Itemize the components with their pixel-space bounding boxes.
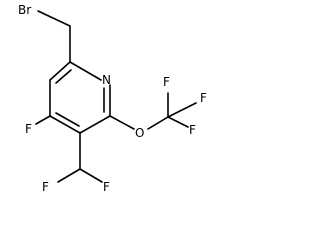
bond-br-ch2 (37, 10, 71, 27)
atom-o: O (135, 126, 144, 140)
atom-f-chf2-right: F (103, 180, 110, 194)
bond-cf3-fright (167, 102, 197, 118)
atom-f-cf3-right: F (200, 91, 207, 105)
bond-c2-o (109, 115, 135, 130)
bond-c3-c4-inner (55, 112, 80, 127)
bond-cf3-fbottom (167, 116, 189, 128)
atom-f-chf2-left: F (42, 180, 49, 194)
bond-o-cf3 (147, 116, 169, 130)
bond-c5-c6-inner (55, 69, 72, 84)
atom-n: N (102, 73, 111, 87)
bonds (35, 10, 197, 183)
bond-chf2-fright (79, 168, 103, 183)
atom-f-ring: F (25, 122, 32, 136)
bond-c6-n1 (69, 61, 102, 81)
bond-c2-c3 (79, 115, 111, 134)
bond-chf2-fleft (57, 168, 81, 183)
bond-c3-c4 (49, 115, 81, 134)
atom-f-cf3-top: F (163, 75, 170, 89)
atom-br: Br (18, 3, 31, 17)
atom-labels: Br N O F F F F F F (18, 3, 207, 194)
bond-c5-c6 (49, 61, 71, 81)
bond-c4-f (35, 115, 51, 125)
atom-f-cf3-bottom: F (189, 123, 196, 137)
chemical-structure: Br N O F F F F F F (18, 3, 207, 194)
